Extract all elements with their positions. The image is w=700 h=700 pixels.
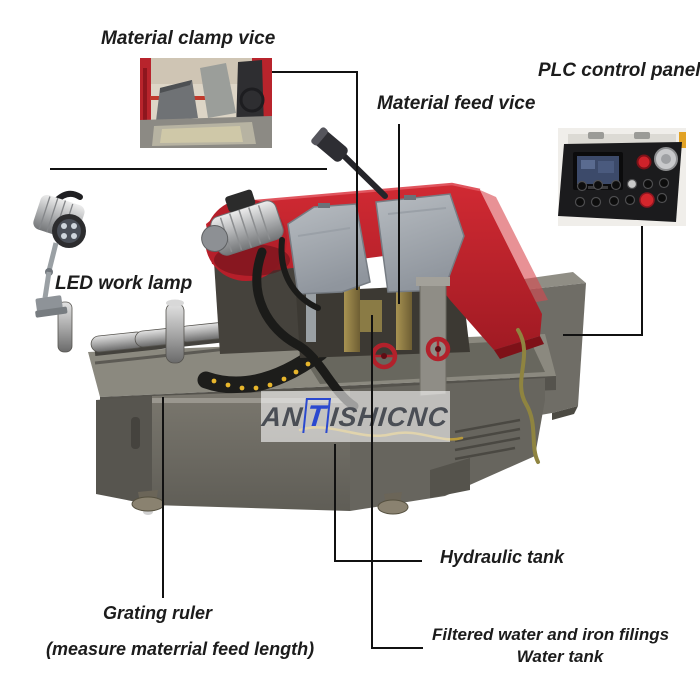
handwheels: [370, 336, 451, 370]
vertical-guide-roller: [165, 302, 185, 364]
label-filtered-water-line2: Water tank: [516, 646, 604, 666]
led-lamp-photo: [33, 190, 86, 318]
plc-panel-photo: [558, 128, 686, 226]
machine-lamp: [311, 127, 388, 199]
label-material-feed-vice: Material feed vice: [377, 93, 536, 114]
label-filtered-water-line1: Filtered water and iron filings: [432, 625, 670, 644]
leader-feed-vice-vertical: [398, 124, 400, 304]
leader-water-tank-vertical: [371, 315, 373, 649]
label-filtered-water-tank: Filtered water and iron filings Water ta…: [432, 625, 688, 666]
brand-watermark-t: T: [302, 397, 332, 433]
leader-hydraulic-vertical: [334, 444, 336, 562]
support-column: [416, 277, 450, 397]
leader-plc-horizontal: [563, 334, 643, 336]
label-led-work-lamp: LED work lamp: [55, 273, 193, 294]
brand-watermark-text: ANTISHICNC: [260, 397, 451, 433]
leader-plc-vertical: [641, 226, 643, 336]
clamp-vice-photo: [140, 58, 272, 148]
leader-clamp-vice-vertical: [356, 71, 358, 290]
grating-ruler-strip: [152, 398, 348, 403]
leader-clamp-vice-horizontal: [272, 71, 358, 73]
leader-water-tank-horizontal: [371, 647, 423, 649]
brand-watermark: ANTISHICNC: [261, 391, 450, 442]
saw-motor: [201, 189, 290, 281]
label-material-clamp-vice: Material clamp vice: [101, 28, 276, 49]
label-plc-control-panel: PLC control panel: [538, 60, 700, 81]
label-grating-ruler: Grating ruler: [103, 603, 213, 623]
leader-led-lamp-horizontal: [50, 168, 327, 170]
leader-grating-ruler-vertical: [162, 397, 164, 598]
machine-feet: [131, 490, 409, 515]
label-grating-ruler-sub: (measure materrial feed length): [46, 639, 315, 659]
leader-hydraulic-horizontal: [334, 560, 422, 562]
label-hydraulic-tank: Hydraulic tank: [440, 547, 565, 567]
cabinet-handle: [131, 417, 140, 449]
